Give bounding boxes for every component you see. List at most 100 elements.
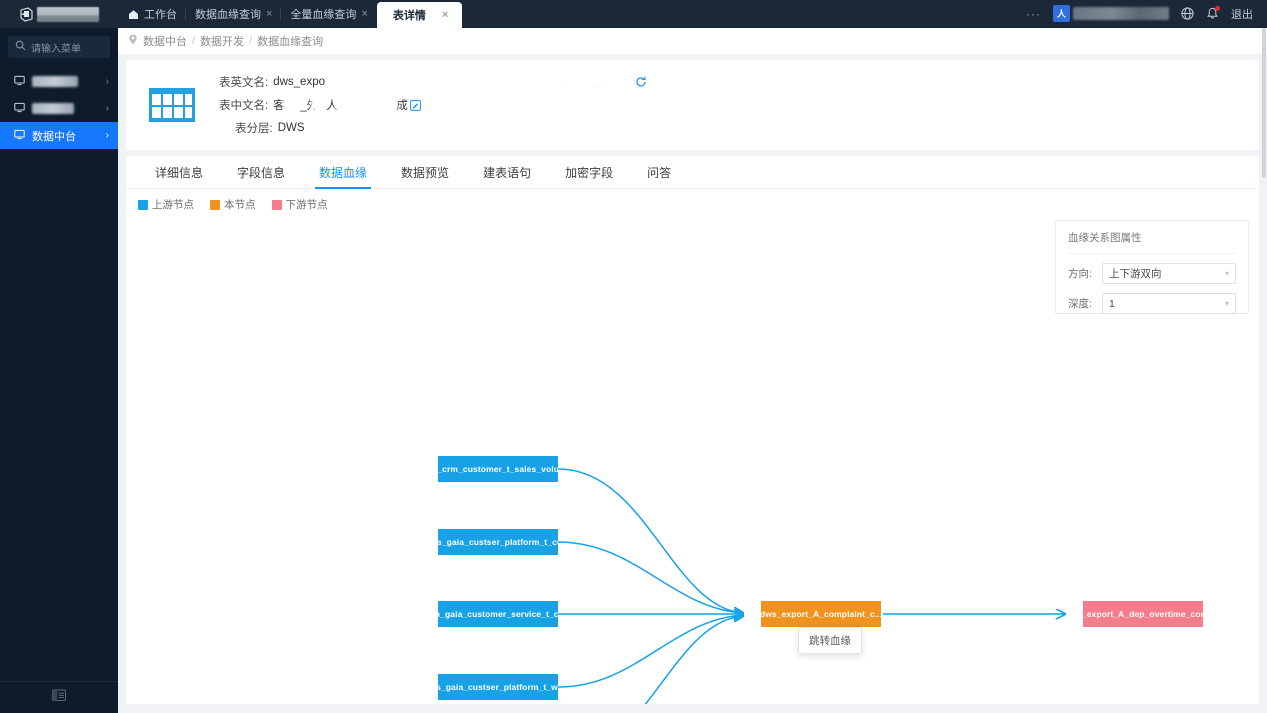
user-name-redacted [1073, 7, 1169, 20]
redaction-overlay [335, 96, 398, 110]
table-en-name-value: dws_expopleted_td [273, 74, 628, 89]
breadcrumb-separator: / [192, 35, 196, 47]
table-en-name-label: 表英文名: [219, 77, 269, 89]
edit-icon[interactable] [410, 99, 422, 111]
lineage-node-upstream-2[interactable]: ods_gaia_custser_platform_t_cu... [438, 529, 558, 555]
legend-swatch-downstream [271, 199, 282, 210]
tab-qa[interactable]: 问答 [647, 165, 672, 180]
location-pin-icon [128, 34, 138, 48]
sidebar-item-redacted-2[interactable]: › [0, 95, 118, 122]
window-tab-label: 全量血缘查询 [290, 9, 357, 21]
node-label: dim_gaia_customer_service_t_co... [438, 609, 558, 619]
content-area: 数据中台 / 数据开发 / 数据血缘查询 [118, 28, 1267, 713]
depth-label: 深度: [1068, 298, 1092, 310]
lineage-node-downstream-1[interactable]: dws_export_A_dep_overtime_comp... [1083, 601, 1203, 627]
legend-item-downstream: 下游节点 [271, 197, 328, 212]
sidebar-item-label: 数据中台 [32, 130, 76, 143]
app-logo[interactable] [0, 0, 118, 28]
node-label: ods_gaia_custser_platform_t_wo... [438, 682, 558, 692]
lineage-node-upstream-1[interactable]: ods_crm_customer_t_sales_volum... [438, 456, 558, 482]
sidebar-item-label [32, 76, 78, 87]
search-icon [15, 38, 26, 56]
sidebar: 请输入菜单 › › [0, 28, 118, 713]
tab-create-statement[interactable]: 建表语句 [483, 165, 532, 180]
tab-divider [280, 8, 282, 20]
table-layer-row: 表分层: DWS [219, 117, 647, 140]
refresh-icon[interactable] [635, 76, 647, 88]
lineage-node-self[interactable]: dws_export_A_complaint_c... [761, 601, 881, 627]
window-tab-table-detail[interactable]: 表详情 × [376, 2, 463, 28]
chevron-right-icon: › [105, 130, 109, 141]
sidebar-item-redacted-1[interactable]: › [0, 68, 118, 95]
node-label: dws_export_A_complaint_c... [761, 609, 881, 619]
legend-swatch-upstream [138, 199, 148, 210]
breadcrumb-item-1[interactable]: 数据开发 [200, 36, 245, 48]
legend-item-self: 本节点 [210, 197, 256, 212]
monitor-icon [14, 75, 25, 89]
home-icon [128, 9, 139, 20]
table-cn-name-row: 表中文名: 客_外人成 [219, 94, 647, 117]
node-label: dws_export_A_dep_overtime_comp... [1083, 609, 1203, 619]
logo-wordmark [37, 6, 99, 22]
close-icon[interactable]: × [266, 7, 273, 20]
tab-data-preview[interactable]: 数据预览 [401, 165, 450, 180]
notification-badge [1215, 6, 1220, 11]
direction-row: 方向: 上下游双向 ▾ [1068, 263, 1236, 284]
breadcrumb-item-0[interactable]: 数据中台 [143, 36, 187, 48]
tab-field-info[interactable]: 字段信息 [237, 165, 286, 180]
logo-mark-icon [19, 6, 34, 22]
node-label: ods_gaia_custser_platform_t_cu... [438, 537, 558, 547]
monitor-icon [14, 129, 25, 143]
close-icon[interactable]: × [441, 8, 449, 21]
sidebar-item-data-platform[interactable]: 数据中台 › [0, 122, 118, 149]
direction-select[interactable]: 上下游双向 ▾ [1102, 263, 1236, 284]
table-cn-name-prefix: 客 [273, 100, 285, 112]
redaction-overlay [311, 96, 322, 110]
window-tab-workbench[interactable]: 工作台 [124, 0, 186, 28]
more-options-icon[interactable]: ··· [1026, 6, 1041, 21]
bell-icon[interactable] [1206, 6, 1220, 20]
jump-lineage-tooltip[interactable]: 跳转血缘 [798, 627, 862, 654]
breadcrumb-separator: / [249, 35, 253, 47]
tab-data-lineage[interactable]: 数据血缘 [302, 156, 384, 189]
table-en-name-prefix: dws_expo [273, 76, 325, 88]
lineage-node-upstream-4[interactable]: ods_gaia_custser_platform_t_wo... [438, 674, 558, 700]
tab-detail-info[interactable]: 详细信息 [155, 165, 204, 180]
window-tab-full-lineage-query[interactable]: 全量血缘查询 × [281, 0, 376, 28]
lineage-node-upstream-3[interactable]: dim_gaia_customer_service_t_co... [438, 601, 558, 627]
legend-label-upstream: 上游节点 [152, 199, 194, 211]
window-tab-lineage-query[interactable]: 数据血缘查询 × [186, 0, 282, 28]
lineage-graph[interactable]: ods_crm_customer_t_sales_volum... ods_ga… [126, 212, 1259, 704]
redaction-overlay [335, 74, 621, 89]
properties-title: 血缘关系图属性 [1068, 230, 1236, 254]
avatar: 人 [1053, 5, 1070, 22]
legend-swatch-self [210, 199, 220, 210]
sidebar-collapse-button[interactable] [0, 681, 118, 713]
page-scrollbar[interactable] [1262, 28, 1267, 713]
globe-icon[interactable] [1181, 7, 1194, 20]
node-label: ods_crm_customer_t_sales_volum... [438, 464, 558, 474]
breadcrumb-item-2[interactable]: 数据血缘查询 [257, 36, 324, 48]
direction-label: 方向: [1068, 268, 1092, 280]
window-tab-label: 数据血缘查询 [195, 9, 261, 21]
tab-encrypted-fields[interactable]: 加密字段 [565, 165, 614, 180]
table-layer-value: DWS [277, 122, 305, 134]
depth-select[interactable]: 1 ▾ [1102, 293, 1236, 314]
close-icon[interactable]: × [361, 7, 368, 20]
chevron-right-icon: › [105, 76, 109, 87]
direction-value: 上下游双向 [1109, 268, 1162, 280]
chevron-right-icon: › [105, 103, 109, 114]
legend-label-self: 本节点 [224, 199, 256, 211]
table-meta: 表英文名: dws_expopleted_td 表中文名: [219, 71, 647, 140]
sidebar-search[interactable]: 请输入菜单 [8, 36, 110, 58]
detail-panel: 详细信息 字段信息 数据血缘 数据预览 建表语句 加密字段 问答 上游节点 本节… [126, 156, 1259, 704]
sidebar-search-placeholder: 请输入菜单 [31, 43, 81, 55]
scrollbar-thumb[interactable] [1262, 28, 1266, 178]
sidebar-item-label [32, 103, 74, 114]
chevron-down-icon: ▾ [1224, 299, 1229, 308]
window-tab-label: 工作台 [144, 9, 177, 21]
table-layer-label: 表分层: [235, 123, 273, 135]
user-account[interactable]: 人 [1053, 5, 1169, 22]
logout-button[interactable]: 退出 [1231, 8, 1253, 21]
table-info-card: 表英文名: dws_expopleted_td 表中文名: [126, 60, 1259, 150]
